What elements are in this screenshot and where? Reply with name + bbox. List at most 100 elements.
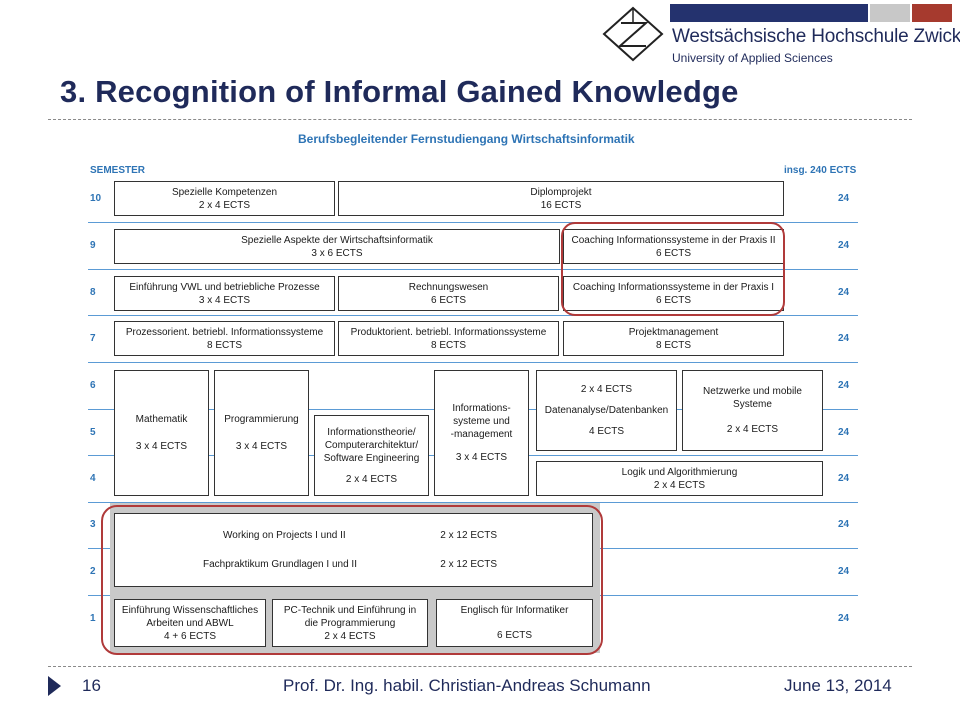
module-logik: Logik und Algorithmierung 2 x 4 ECTS (536, 461, 823, 496)
module-datenanalyse: 2 x 4 ECTS Datenanalyse/Datenbanken 4 EC… (536, 370, 677, 451)
module-title: Spezielle Aspekte der Wirtschaftsinforma… (241, 234, 433, 246)
module-title: Working on Projects I und II (223, 530, 346, 541)
footer-date: June 13, 2014 (784, 676, 892, 695)
module-netzwerke: Netzwerke und mobile Systeme 2 x 4 ECTS (682, 370, 823, 451)
semester-ects: 24 (838, 240, 850, 251)
module-informationstheorie: Informationstheorie/ Computerarchitektur… (314, 415, 429, 496)
module-title-line: Einführung Wissenschaftliches (121, 604, 259, 616)
module-title: Logik und Algorithmierung (621, 466, 738, 478)
module-title: Produktorient. betriebl. Informationssys… (350, 326, 547, 338)
module-title: Coaching Informationssysteme in der Prax… (572, 281, 775, 293)
figure-title: Berufsbegleitender Fernstudiengang Wirts… (298, 132, 635, 146)
module-ects: 6 ECTS (655, 247, 691, 259)
module-programmierung: Programmierung 3 x 4 ECTS (214, 370, 309, 496)
row-separator (88, 315, 858, 316)
institution-subtitle: University of Applied Sciences (672, 51, 833, 65)
module-prozessorient: Prozessorient. betriebl. Informationssys… (114, 321, 335, 356)
module-title-line: Arbeiten und ABWL (146, 617, 234, 629)
module-ects: 3 x 4 ECTS (198, 294, 251, 306)
module-vwl: Einführung VWL und betriebliche Prozesse… (114, 276, 335, 311)
module-ects: 2 x 4 ECTS (198, 199, 251, 211)
semester-number: 10 (90, 193, 102, 204)
module-title: Rechnungswesen (408, 281, 489, 293)
module-ects: 4 ECTS (588, 426, 624, 437)
module-informationssysteme: Informations- systeme und -management 3 … (434, 370, 529, 496)
semester-number: 1 (90, 613, 96, 624)
module-title: Projektmanagement (628, 326, 719, 338)
module-title: Mathematik (135, 414, 188, 425)
semester-ects: 24 (838, 473, 850, 484)
module-ects: 8 ECTS (430, 339, 466, 351)
module-produktorient: Produktorient. betriebl. Informationssys… (338, 321, 559, 356)
module-ects: 3 x 6 ECTS (311, 247, 363, 259)
module-spezielle-aspekte: Spezielle Aspekte der Wirtschaftsinforma… (114, 229, 560, 264)
footer-author: Prof. Dr. Ing. habil. Christian-Andreas … (283, 676, 651, 695)
semester-ects: 24 (838, 193, 850, 204)
module-ects: 8 ECTS (655, 339, 691, 351)
module-ects: 2 x 4 ECTS (653, 479, 706, 491)
module-working-on-projects: Working on Projects I und II 2 x 12 ECTS… (114, 513, 593, 587)
module-ects: 2 x 4 ECTS (726, 424, 779, 435)
total-ects-header: insg. 240 ECTS (784, 165, 857, 176)
semester-ects: 24 (838, 380, 850, 391)
module-ects: 2 x 4 ECTS (580, 384, 633, 395)
module-title: Spezielle Kompetenzen (171, 186, 278, 198)
semester-number: 6 (90, 380, 96, 391)
module-title: Einführung VWL und betriebliche Prozesse (129, 281, 320, 293)
module-title-line: Informations- (452, 403, 511, 414)
module-diplomprojekt: Diplomprojekt 16 ECTS (338, 181, 784, 216)
module-title: Datenanalyse/Datenbanken (544, 405, 669, 416)
module-wissenschaftliches-arbeiten: Einführung Wissenschaftliches Arbeiten u… (114, 599, 266, 647)
module-title: Diplomprojekt (530, 186, 592, 198)
module-ects: 6 ECTS (496, 630, 532, 641)
module-spezielle-kompetenzen: Spezielle Kompetenzen 2 x 4 ECTS (114, 181, 335, 216)
module-englisch: Englisch für Informatiker 6 ECTS (436, 599, 593, 647)
module-ects: 3 x 4 ECTS (235, 441, 288, 452)
logo-color-bar-gray (870, 4, 910, 22)
logo-color-bar-blue (670, 4, 868, 22)
title-divider (48, 119, 912, 120)
semester-number: 9 (90, 240, 96, 251)
module-mathematik: Mathematik 3 x 4 ECTS (114, 370, 209, 496)
module-title: Programmierung (224, 414, 299, 425)
module-coaching-1: Coaching Informationssysteme in der Prax… (563, 276, 784, 311)
module-title: Fachpraktikum Grundlagen I und II (203, 559, 357, 570)
module-title: Coaching Informationssysteme in der Prax… (571, 234, 776, 246)
module-ects: 8 ECTS (206, 339, 242, 351)
semester-number: 8 (90, 287, 96, 298)
module-title-line: Informationstheorie/ (327, 426, 416, 438)
slide-title: 3. Recognition of Informal Gained Knowle… (60, 74, 739, 109)
module-ects: 4 + 6 ECTS (164, 630, 216, 642)
module-ects: 2 x 4 ECTS (345, 473, 398, 485)
module-ects: 2 x 4 ECTS (324, 630, 376, 642)
module-title-line: PC-Technik und Einführung in (283, 604, 417, 616)
module-title-line: Systeme (733, 399, 772, 410)
institution-name: Westsächsische Hochschule Zwickau (672, 26, 960, 47)
module-title-line: die Programmierung (304, 617, 396, 629)
module-title-line: Computerarchitektur/ (324, 439, 419, 451)
module-rechnungswesen: Rechnungswesen 6 ECTS (338, 276, 559, 311)
row-separator (88, 502, 858, 503)
module-title-line: -management (450, 429, 513, 440)
module-title: Prozessorient. betriebl. Informationssys… (125, 326, 324, 338)
semester-ects: 24 (838, 427, 850, 438)
module-ects: 16 ECTS (540, 199, 582, 211)
module-ects: 3 x 4 ECTS (455, 452, 508, 463)
semester-number: 4 (90, 473, 96, 484)
university-logo-icon (602, 6, 664, 62)
semester-header: SEMESTER (90, 165, 146, 176)
module-title-line: Netzwerke und mobile (703, 386, 802, 397)
row-separator (88, 269, 858, 270)
module-ects: 3 x 4 ECTS (135, 441, 188, 452)
row-separator (88, 222, 858, 223)
module-title: Englisch für Informatiker (460, 605, 569, 616)
module-projektmanagement: Projektmanagement 8 ECTS (563, 321, 784, 356)
semester-ects: 24 (838, 333, 850, 344)
coaching-highlight-outline (561, 222, 785, 316)
semester-ects: 24 (838, 613, 850, 624)
semester-number: 2 (90, 566, 96, 577)
recognized-highlight-outline (101, 505, 603, 655)
semester-ects: 24 (838, 519, 850, 530)
logo-color-bar-red (912, 4, 952, 22)
semester-number: 5 (90, 427, 96, 438)
